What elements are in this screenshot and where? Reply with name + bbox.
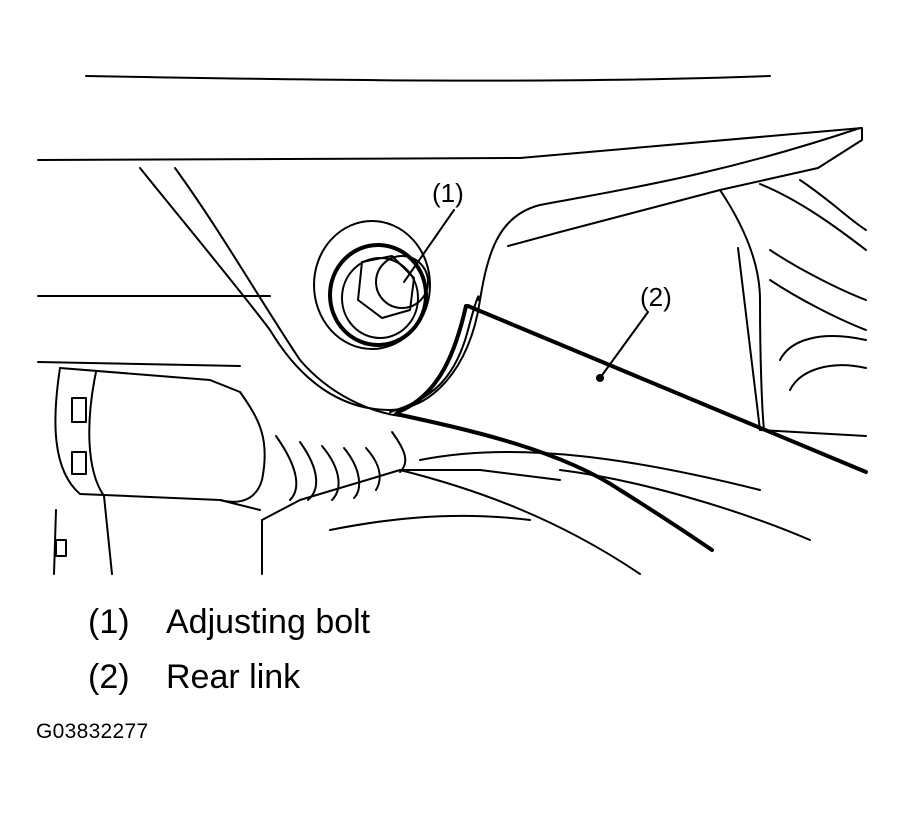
callout-1-label: (1) xyxy=(432,178,464,208)
suspension-illustration: (1) (2) xyxy=(37,75,868,575)
bolt-washer xyxy=(328,243,428,347)
legend-number: (1) xyxy=(88,603,130,641)
knuckle-bottom-edge xyxy=(759,429,867,437)
callout-2-dot xyxy=(596,374,604,382)
callout-1-leader xyxy=(403,209,455,283)
legend-item-adjusting-bolt: (1) Adjusting bolt xyxy=(88,602,370,642)
legend-item-rear-link: (2) Rear link xyxy=(88,657,300,697)
rear-link-end-cap xyxy=(396,304,468,414)
shaft-notch-2 xyxy=(71,451,87,475)
knuckle-arc-1 xyxy=(759,183,867,251)
shaft-notch-1 xyxy=(71,397,87,423)
boot-fold-3 xyxy=(321,445,340,501)
boot-fold-5 xyxy=(365,447,381,491)
lower-bracket xyxy=(261,469,561,521)
bolt-washer-outer xyxy=(313,220,431,350)
callout-2-label: (2) xyxy=(640,282,672,312)
support-right xyxy=(103,495,113,575)
knuckle-lower-curve xyxy=(779,335,867,361)
upper-panel-line xyxy=(37,127,863,247)
lower-line-4 xyxy=(419,450,761,491)
knuckle-arc-3 xyxy=(769,249,867,301)
knuckle-outline xyxy=(719,189,765,431)
knuckle-arc-4 xyxy=(769,279,867,331)
knuckle-vertical xyxy=(737,247,761,431)
shaft-inner-edge xyxy=(88,371,105,497)
bolt-shaft-end xyxy=(375,255,429,309)
lower-line-1 xyxy=(399,469,641,575)
rear-link-bottom xyxy=(394,412,714,552)
frame-line-low xyxy=(37,361,241,367)
arm-outline-inner xyxy=(174,167,401,417)
knuckle-arc-2 xyxy=(799,179,867,231)
legend-label: Rear link xyxy=(166,658,301,696)
callout-2-leader xyxy=(599,311,649,379)
rear-link-top xyxy=(466,304,868,474)
boot-fold-2 xyxy=(299,441,318,501)
legend-label: Adjusting bolt xyxy=(166,603,371,641)
shaft-top xyxy=(59,367,241,393)
body-outline-top xyxy=(85,75,771,82)
knuckle-lower-curve-2 xyxy=(789,364,867,391)
boot-outline xyxy=(219,391,266,503)
lower-line-3 xyxy=(559,469,811,541)
support-tab xyxy=(55,539,67,557)
boot-fold-4 xyxy=(343,447,361,499)
lower-line-2 xyxy=(329,514,531,531)
arm-outline xyxy=(139,127,861,411)
boot-neck xyxy=(391,431,407,473)
legend-number: (2) xyxy=(88,658,130,696)
boot-fold-1 xyxy=(275,435,298,501)
figure-id: G03832277 xyxy=(36,720,149,743)
shaft-left-edge xyxy=(54,367,81,495)
bolt-hex-head xyxy=(357,255,415,319)
